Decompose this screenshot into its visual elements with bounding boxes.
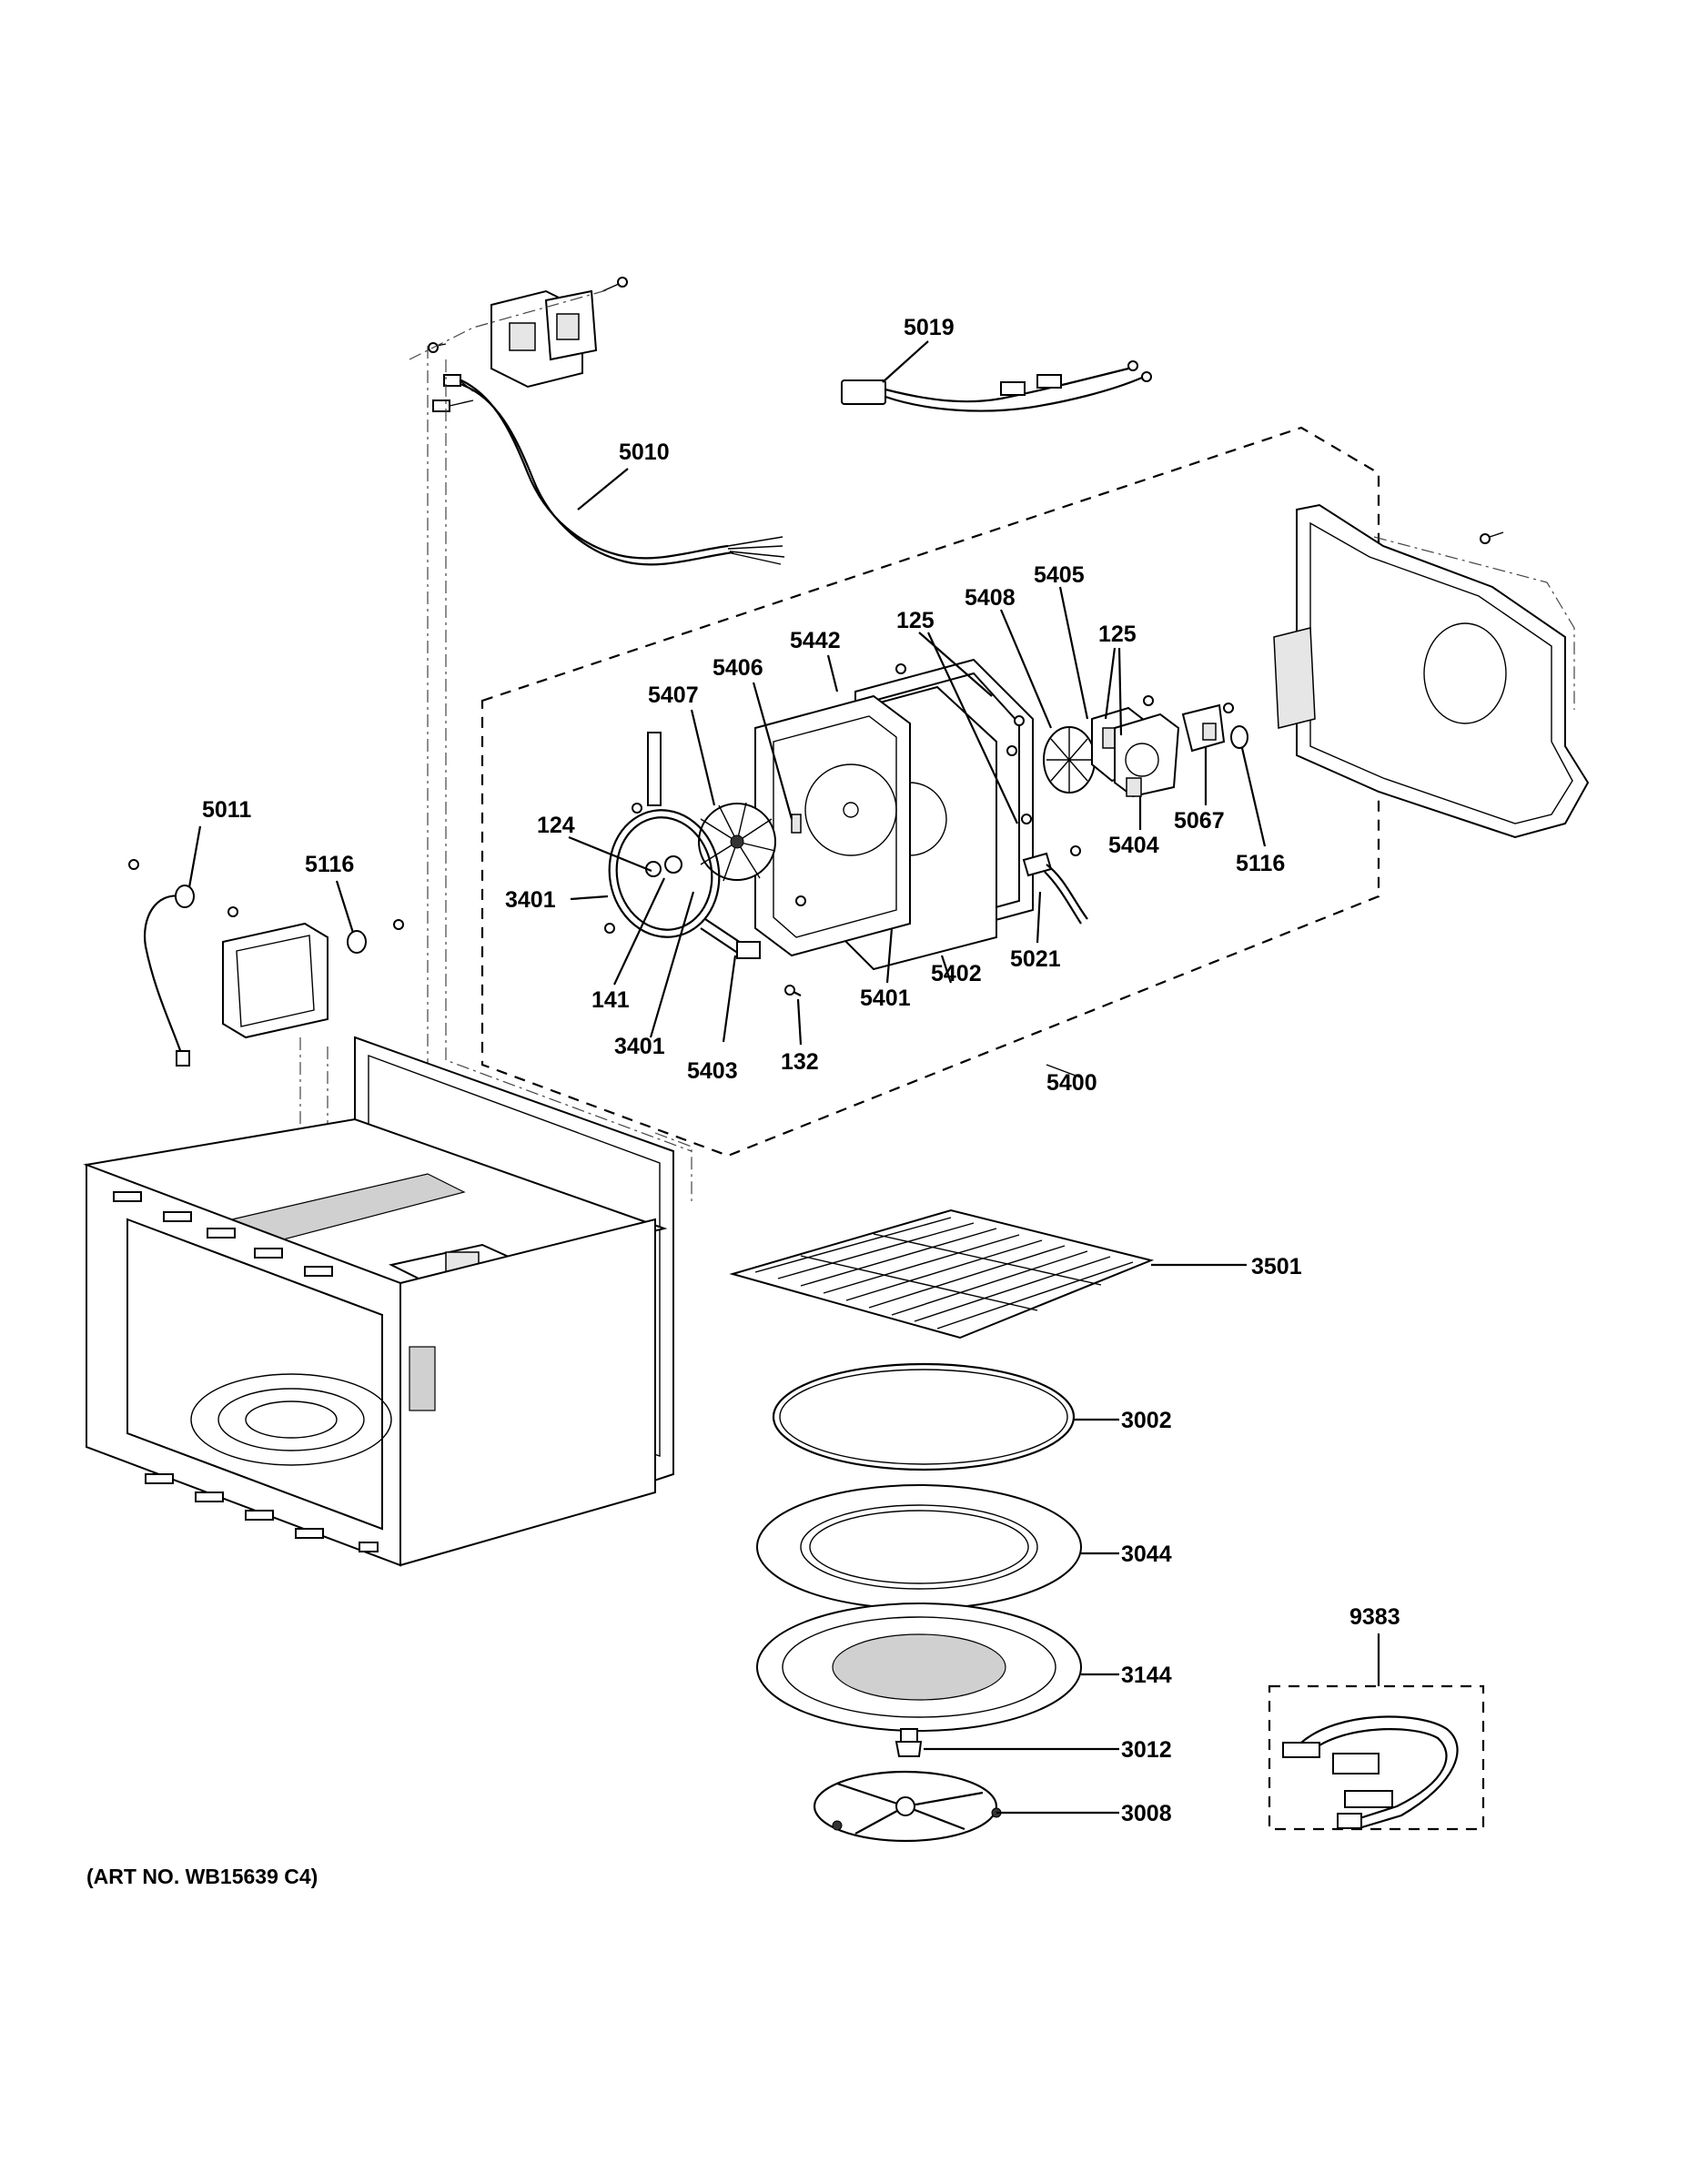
label-3012: 3012: [1121, 1737, 1172, 1763]
heater-ring-5403: [608, 809, 761, 959]
label-141: 141: [591, 987, 630, 1013]
wire-5011: [128, 859, 195, 1067]
label-3044: 3044: [1121, 1542, 1172, 1567]
label-3002: 3002: [1121, 1408, 1172, 1433]
label-5011: 5011: [202, 797, 251, 823]
label-5407: 5407: [648, 682, 699, 708]
label-3144: 3144: [1121, 1663, 1172, 1688]
motor-5404: [1114, 713, 1180, 798]
label-132: 132: [781, 1049, 819, 1075]
wire-harness-5010: [432, 374, 785, 566]
tray-3144: [756, 1603, 1082, 1732]
convection-assembly: [604, 658, 1248, 996]
rack-3501: [729, 1208, 1155, 1340]
label-5408: 5408: [965, 585, 1016, 611]
label-5067: 5067: [1174, 808, 1225, 834]
label-5010: 5010: [619, 440, 670, 465]
roller-support-3008: [813, 1770, 1002, 1843]
label-5404: 5404: [1108, 833, 1159, 858]
top-bracket: [409, 277, 628, 389]
label-125-left: 125: [896, 608, 935, 633]
leader-lines: [187, 340, 1380, 1815]
label-124: 124: [537, 813, 575, 838]
label-5116-right: 5116: [1236, 851, 1285, 876]
roller-ring-3002: [772, 1362, 1076, 1471]
motor-disc-5408: [1043, 726, 1096, 794]
label-5442: 5442: [790, 628, 841, 653]
assembly-5400-boundary: [480, 426, 1380, 1158]
wire-assembly-5019: [841, 360, 1152, 412]
callout-labels: 5019 5010 5405 5408 125 125 5442 5406 54…: [202, 315, 1400, 1826]
bracket-panel-left: [222, 906, 404, 1039]
label-3401-top: 3401: [505, 887, 556, 913]
label-5021: 5021: [1010, 946, 1061, 972]
tray-3044: [756, 1484, 1082, 1610]
label-5401: 5401: [860, 986, 911, 1011]
label-3401-bottom: 3401: [614, 1034, 665, 1059]
label-3008: 3008: [1121, 1801, 1172, 1826]
label-5019: 5019: [904, 315, 955, 340]
label-5400: 5400: [1046, 1070, 1097, 1096]
label-3501: 3501: [1251, 1254, 1302, 1279]
feet-kit-9383: [1268, 1684, 1485, 1831]
label-9383: 9383: [1349, 1604, 1400, 1630]
label-5403: 5403: [687, 1058, 738, 1084]
right-housing: [1273, 503, 1590, 839]
label-125-right: 125: [1098, 622, 1137, 647]
oven-cavity: [83, 1036, 674, 1567]
coupler-3012: [895, 1728, 923, 1757]
label-5405: 5405: [1034, 562, 1085, 588]
art-number: (ART NO. WB15639 C4): [86, 1865, 318, 1888]
label-5116-left: 5116: [305, 852, 354, 877]
label-5406: 5406: [713, 655, 763, 681]
label-5402: 5402: [931, 961, 982, 986]
